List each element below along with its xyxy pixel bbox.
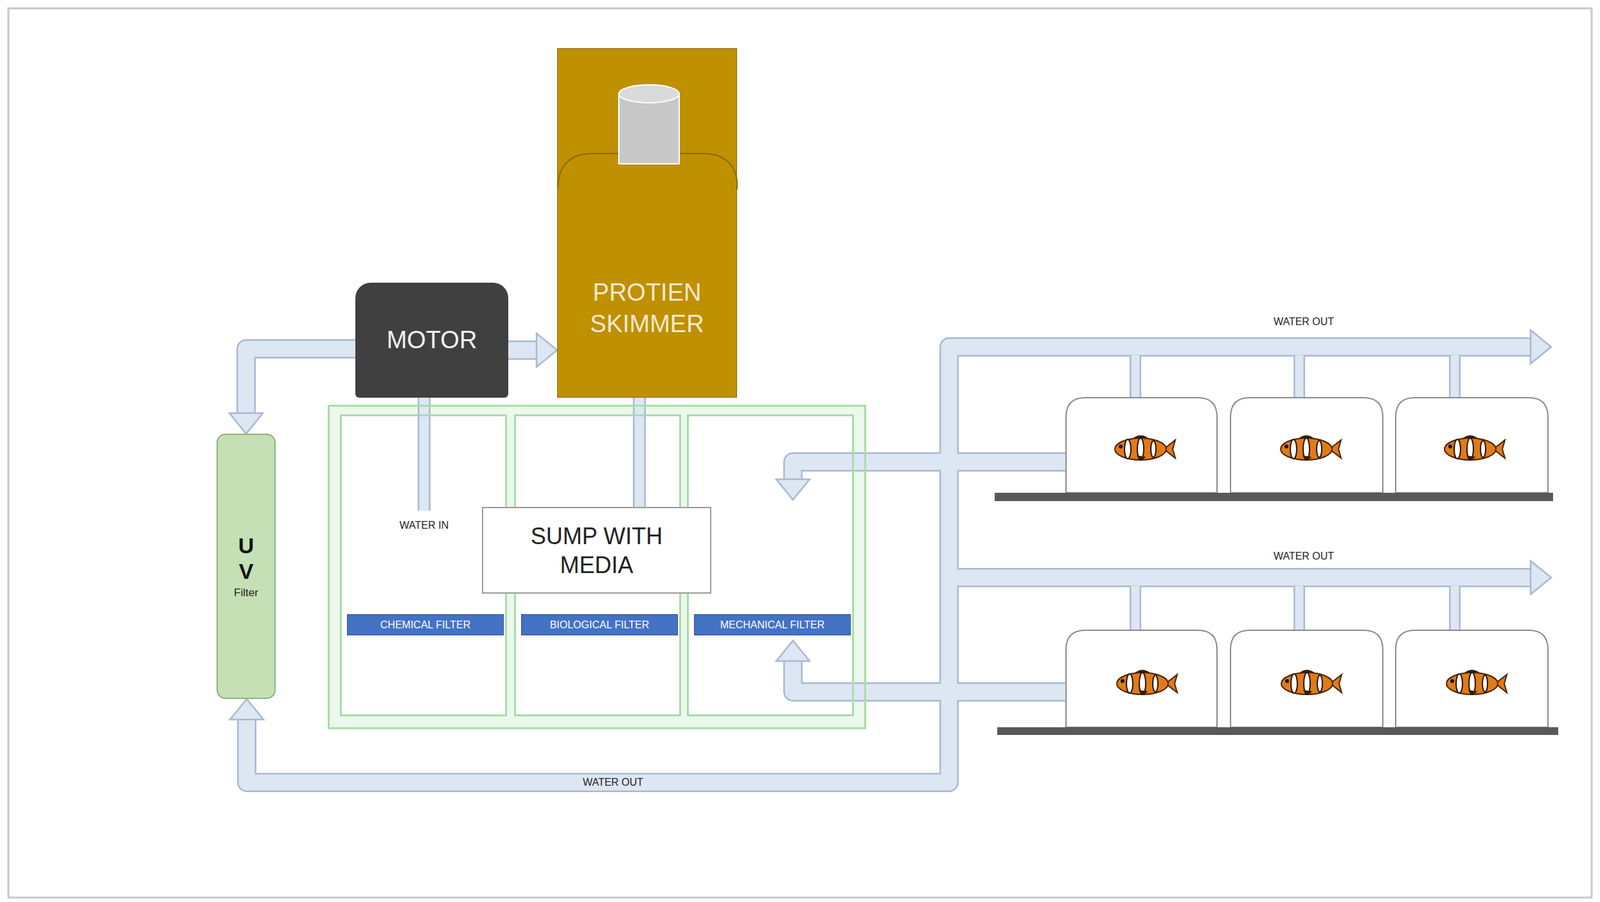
- pipe-connector: [508, 333, 558, 367]
- motor-box: MOTOR: [355, 282, 509, 398]
- tank-shelves: [994, 492, 1559, 736]
- node-text: BIOLOGICAL FILTER: [521, 614, 678, 636]
- pipe-label: WATER IN: [397, 519, 452, 532]
- sump-tank: SUMP WITH MEDIA CHEMICAL FILTER BIOLOGICAL…: [327, 404, 867, 730]
- node-text: Filter: [233, 586, 259, 600]
- node-text: MOTOR: [386, 326, 478, 355]
- arrow-head: [536, 333, 558, 367]
- sump-compartment: MECHANICAL FILTER: [686, 414, 854, 717]
- uv-filter: U V Filter: [216, 433, 276, 700]
- page-frame: [8, 8, 1592, 898]
- node-text: PROTIEN SKIMMER: [557, 276, 737, 341]
- fish-tanks: [1066, 397, 1548, 728]
- node-text: SUMP WITH MEDIA: [481, 506, 712, 594]
- pipe-network: [246, 346, 1531, 783]
- skimmer-outline: [557, 48, 738, 399]
- pipe-label: WATER OUT: [580, 776, 646, 789]
- pipe-connector: [229, 348, 356, 434]
- pipe-stroke: [508, 342, 538, 359]
- node-text: CHEMICAL FILTER: [346, 614, 504, 636]
- protein-skimmer: PROTIEN SKIMMER: [557, 48, 738, 398]
- clownfish: [1114, 435, 1507, 696]
- node-text: MECHANICAL FILTER: [693, 614, 851, 636]
- pipe-label: WATER OUT: [1271, 550, 1337, 563]
- arrow-head: [229, 413, 263, 434]
- node-text: U V: [238, 533, 255, 584]
- pipe-stroke: [508, 340, 538, 360]
- pipe-label: WATER OUT: [1271, 316, 1337, 328]
